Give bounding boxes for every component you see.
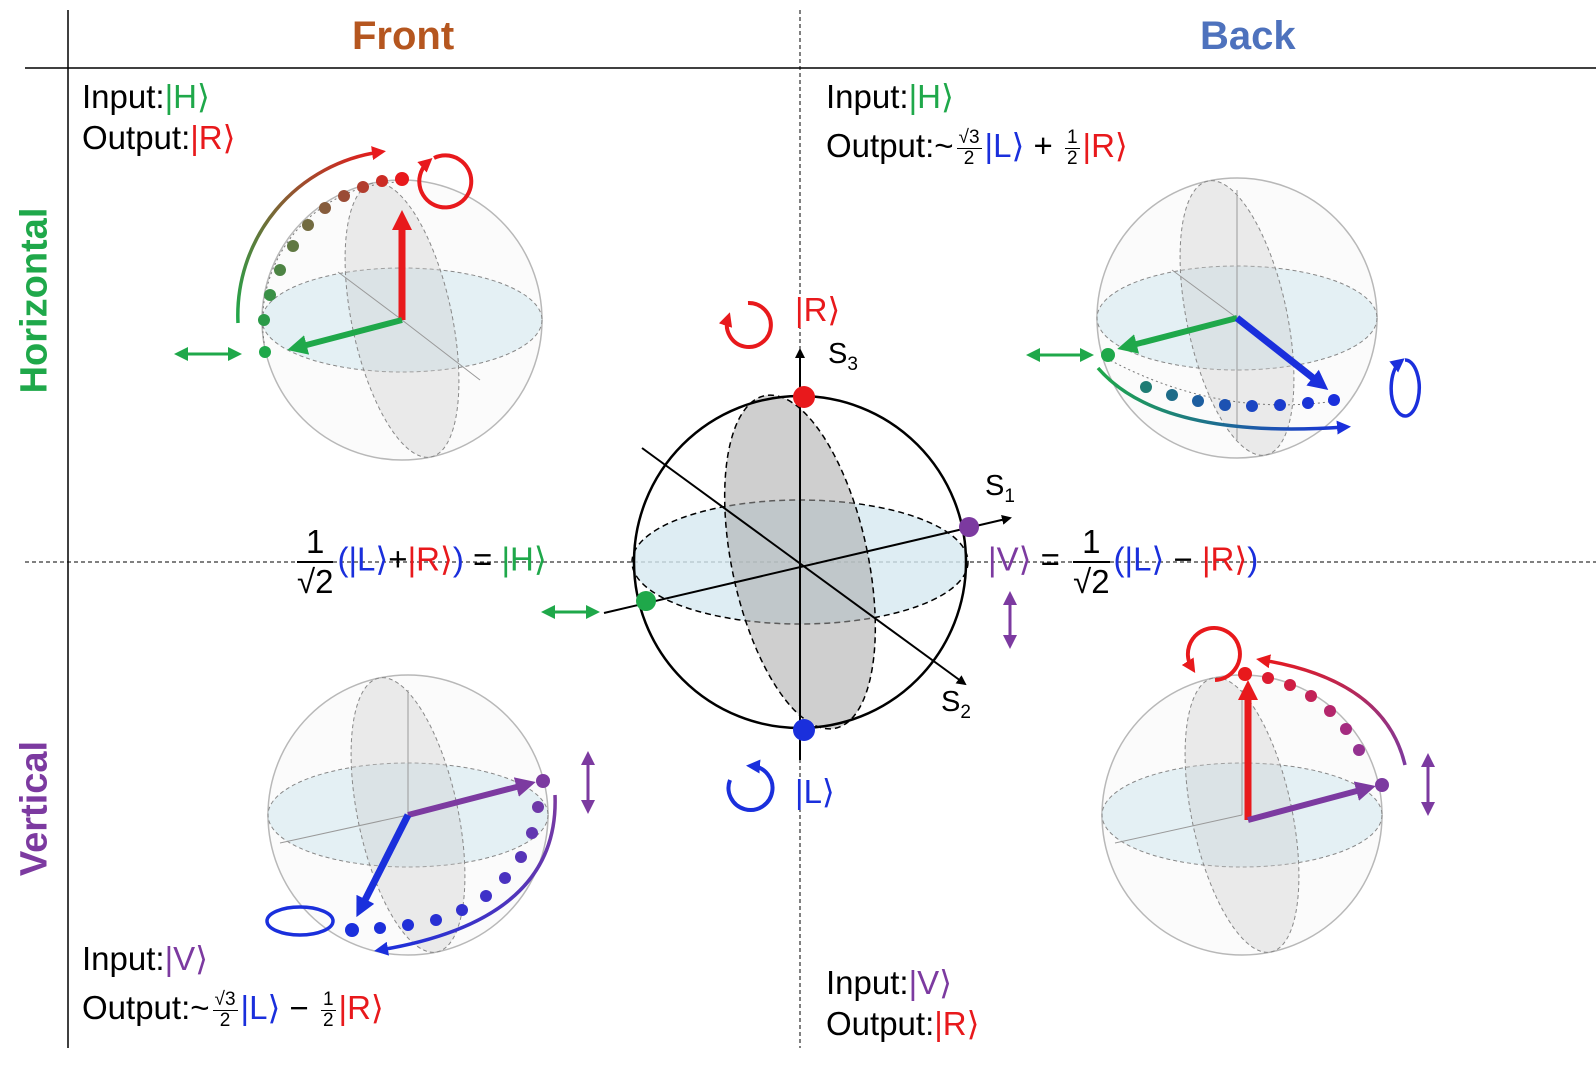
minus-op: − xyxy=(289,989,309,1027)
plus-op: + xyxy=(1033,127,1053,165)
panel-back-vertical-text: Input:|V⟩ Output:|R⟩ xyxy=(826,962,980,1045)
sphere-front-horizontal xyxy=(174,146,543,461)
R-rotation-icon xyxy=(718,300,773,349)
output-state: |R⟩ xyxy=(934,1005,980,1043)
output-label: Output:~ xyxy=(82,989,210,1027)
L-state: |L⟩ xyxy=(240,989,281,1027)
sphere-back-horizontal xyxy=(1026,177,1421,459)
S3-axis-label: S3 xyxy=(828,338,858,375)
horizontal-row-label: Horizontal xyxy=(13,207,56,394)
R-state: |R⟩ xyxy=(338,989,384,1027)
input-state: |H⟩ xyxy=(908,78,954,115)
input-state: |V⟩ xyxy=(908,964,953,1001)
central-poincare-sphere xyxy=(541,300,1017,812)
output-state: |R⟩ xyxy=(190,119,236,157)
sphere-front-vertical xyxy=(265,674,595,956)
output-label: Output: xyxy=(826,1005,935,1043)
L-pole-label: |L⟩ xyxy=(795,773,835,810)
S1-axis-label: S1 xyxy=(985,470,1015,507)
R-pole-label: |R⟩ xyxy=(795,291,841,328)
panel-front-horizontal-text: Input:|H⟩ Output:|R⟩ xyxy=(82,76,236,159)
L-state: |L⟩ xyxy=(984,127,1025,165)
L-rotation-icon xyxy=(726,759,775,812)
vertical-row-label: Vertical xyxy=(13,740,56,877)
sphere-back-vertical xyxy=(1101,626,1435,956)
front-header: Front xyxy=(352,14,455,58)
input-label: Input: xyxy=(826,78,909,115)
R-state: |R⟩ xyxy=(1082,127,1128,165)
input-label: Input: xyxy=(82,940,165,977)
V-point-dot xyxy=(959,517,979,537)
H-superposition-equation: 1√2(|L⟩+|R⟩) = |H⟩ xyxy=(297,523,547,600)
back-header: Back xyxy=(1200,14,1296,58)
S2-axis-label: S2 xyxy=(941,686,971,723)
input-state: |H⟩ xyxy=(164,78,210,115)
input-state: |V⟩ xyxy=(164,940,209,977)
output-label: Output:~ xyxy=(826,127,954,165)
input-label: Input: xyxy=(826,964,909,1001)
output-label: Output: xyxy=(82,119,191,157)
L-pole-dot xyxy=(793,719,815,741)
input-label: Input: xyxy=(82,78,165,115)
V-superposition-equation: |V⟩ = 1√2(|L⟩ − |R⟩) xyxy=(988,523,1259,600)
R-pole-dot xyxy=(793,386,815,408)
H-point-dot xyxy=(636,591,656,611)
